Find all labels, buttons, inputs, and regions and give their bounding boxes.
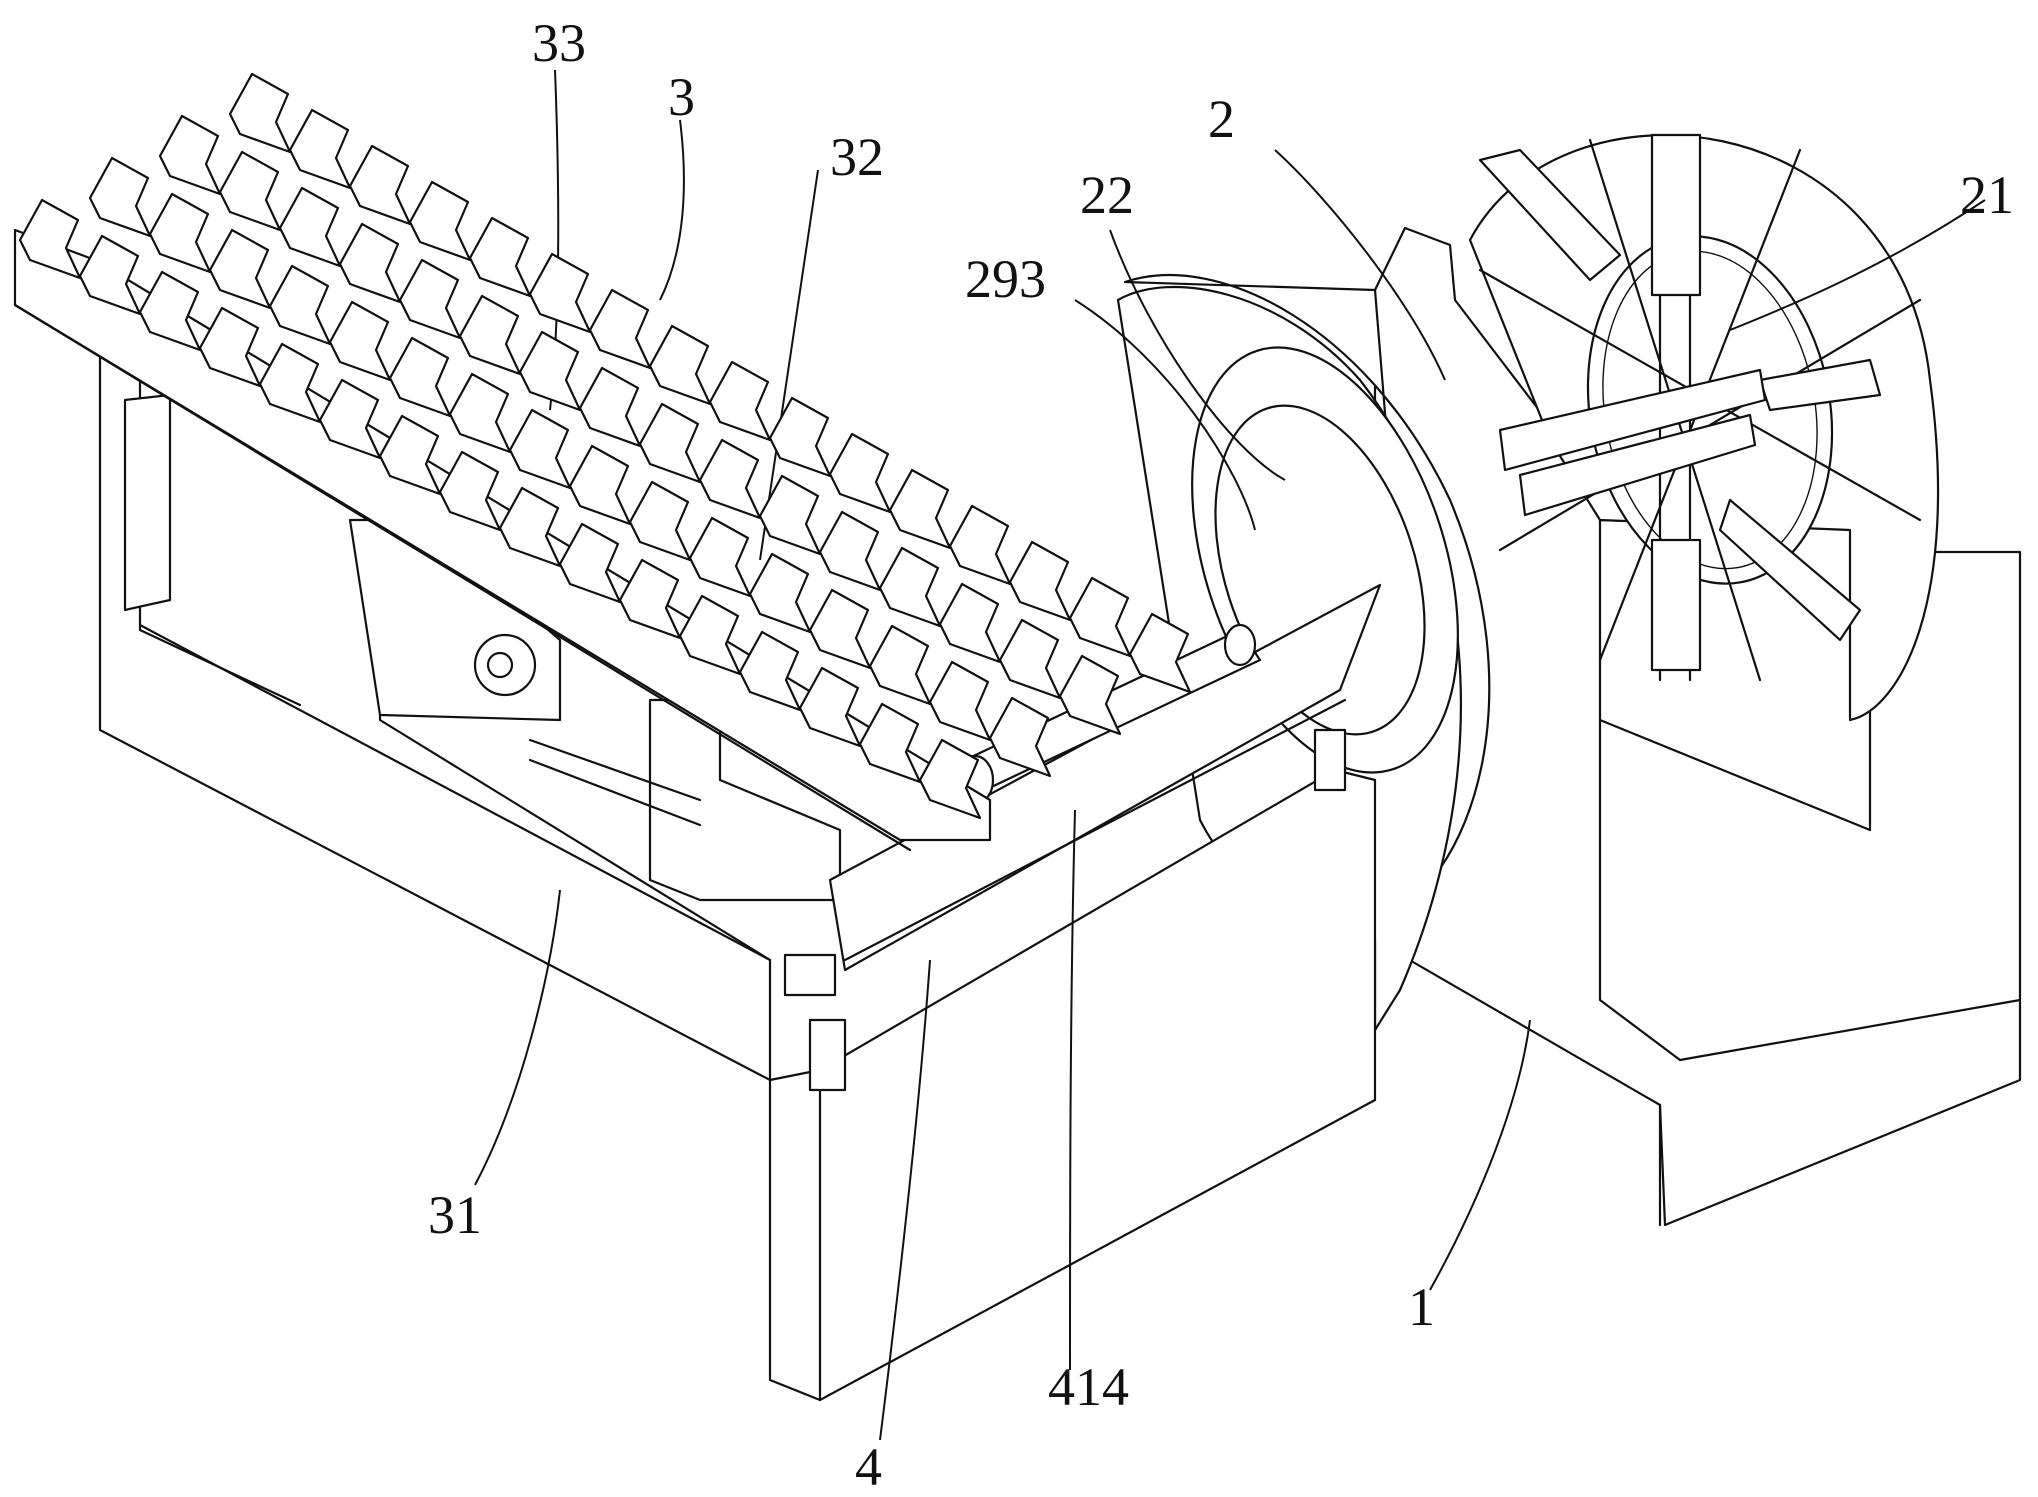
rack-slot: [148, 192, 212, 274]
rack-slot: [318, 378, 382, 460]
rack-slot: [818, 510, 882, 592]
rack-slot: [868, 624, 932, 706]
rack-slot: [338, 222, 402, 304]
label-414: 414: [1048, 1357, 1129, 1417]
leader-lines: [474, 69, 1986, 1441]
label-33: 33: [532, 13, 586, 73]
label-32: 32: [830, 127, 884, 187]
rack-slot: [78, 234, 142, 316]
rack-slot: [928, 660, 992, 742]
rack-slot: [88, 156, 152, 238]
rack-slot: [438, 450, 502, 532]
rack-slot: [1068, 576, 1132, 658]
rack-slot: [198, 306, 262, 388]
label-2: 2: [1208, 89, 1235, 149]
label-1: 1: [1408, 1277, 1435, 1337]
rack-slot: [558, 522, 622, 604]
rack-slot: [388, 336, 452, 418]
rack-slot: [398, 258, 462, 340]
rack-slot: [448, 372, 512, 454]
rack-slot: [268, 264, 332, 346]
label-22: 22: [1080, 165, 1134, 225]
rack-slot: [888, 468, 952, 550]
rack-slot: [408, 180, 472, 262]
rack-slot: [458, 294, 522, 376]
rack-slot: [988, 696, 1052, 778]
rack-slot: [508, 408, 572, 490]
rack-slot: [748, 552, 812, 634]
rack-slot: [758, 474, 822, 556]
rack-slot: [218, 150, 282, 232]
rack-slot: [578, 366, 642, 448]
rear-wheel: [1468, 133, 1940, 722]
rack-slot: [138, 270, 202, 352]
rack-slot: [258, 342, 322, 424]
rack-slot: [348, 144, 412, 226]
label-31: 31: [428, 1185, 482, 1245]
rack-slot: [808, 588, 872, 670]
rack-slot: [588, 288, 652, 370]
rack-slot: [938, 582, 1002, 664]
rack-slot: [648, 324, 712, 406]
rack-slot: [158, 114, 222, 196]
rack-slot: [738, 630, 802, 712]
rack-slot: [948, 504, 1012, 586]
rack-slot: [918, 738, 982, 820]
rack-slot: [688, 516, 752, 598]
rack-slot: [708, 360, 772, 442]
rack-slot: [468, 216, 532, 298]
rack-slot: [998, 618, 1062, 700]
rack-slot: [878, 546, 942, 628]
rack-slot: [228, 72, 292, 154]
rack-slot: [768, 396, 832, 478]
rack-slot: [568, 444, 632, 526]
rack-slot: [628, 480, 692, 562]
label-21: 21: [1960, 165, 2014, 225]
rack-slot: [678, 594, 742, 676]
rack-slot: [698, 438, 762, 520]
rack-slot: [858, 702, 922, 784]
rack-slot: [378, 414, 442, 496]
rack-slots: [18, 72, 1192, 820]
rack-slot: [638, 402, 702, 484]
support-block: [768, 728, 1377, 1402]
rack-slot: [498, 486, 562, 568]
left-base: [98, 348, 842, 1082]
rack-slot: [518, 330, 582, 412]
rack-slot: [618, 558, 682, 640]
label-3: 3: [668, 67, 695, 127]
rack-slot: [328, 300, 392, 382]
rack-slot: [828, 432, 892, 514]
rack-slot: [1008, 540, 1072, 622]
label-293: 293: [965, 249, 1046, 309]
rack-slot: [1128, 612, 1192, 694]
label-4: 4: [855, 1437, 882, 1497]
rack-slot: [798, 666, 862, 748]
rack-slot: [1058, 654, 1122, 736]
rack-slot: [208, 228, 272, 310]
rack-slot: [528, 252, 592, 334]
rack-slot: [288, 108, 352, 190]
rack-slot: [18, 198, 82, 280]
rack-slot: [278, 186, 342, 268]
